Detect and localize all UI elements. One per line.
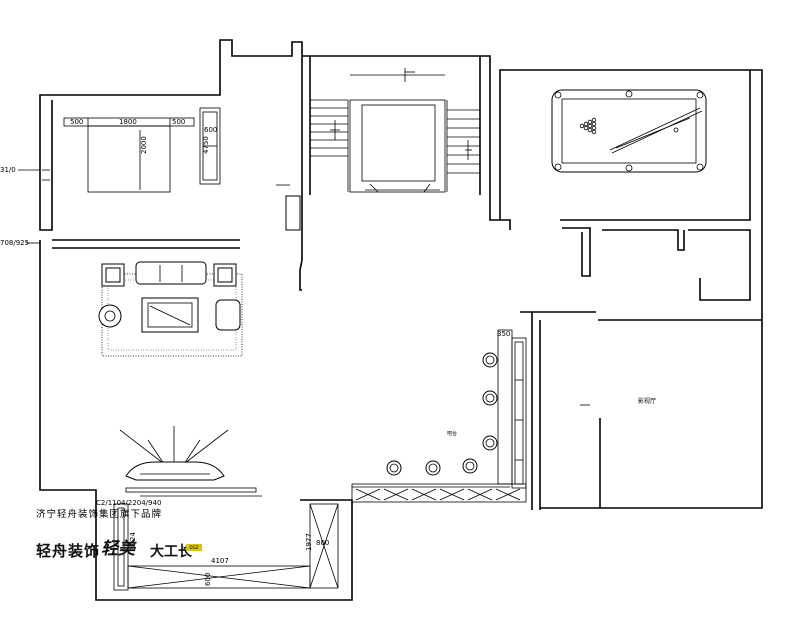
- bar-stools: [386, 352, 498, 476]
- brand-logo-qingzhou: 轻舟装饰: [36, 542, 101, 560]
- left-dimension-1: 31/0: [0, 166, 16, 174]
- bed-width-dimension: 1800: [119, 118, 137, 126]
- bedroom: 500 1800 500 2000 600 4750 31/0 708/925: [0, 107, 221, 247]
- pool-ball: [587, 123, 593, 129]
- bar-stool: [482, 352, 498, 368]
- bed-right-dimension: 500: [172, 118, 185, 126]
- bar-dimension: 350: [497, 330, 510, 338]
- bar-stool: [462, 458, 478, 474]
- media-wall: [119, 426, 262, 497]
- bar-stool-seat: [428, 463, 438, 473]
- left-dimension-2: 708/925: [0, 239, 29, 247]
- cabinet-mark: [383, 488, 409, 501]
- cabinet-mark: [439, 488, 465, 501]
- cabinet-mark: [355, 488, 381, 501]
- living-sofa-set: [98, 261, 243, 357]
- bar-stool-seat: [465, 461, 475, 471]
- pool-ball: [591, 129, 597, 135]
- room-label: 影视厅: [638, 397, 656, 405]
- pool-ball: [579, 123, 585, 129]
- bar-label: 吧台: [447, 430, 457, 437]
- pool-ball: [591, 117, 597, 123]
- bottom-side-b-dimension: 800: [316, 539, 329, 547]
- bottom-width-dimension: 4107: [211, 557, 229, 565]
- bar-stool: [386, 460, 402, 476]
- bar-stool: [482, 435, 498, 451]
- bottom-side-dimension: 1977: [305, 533, 313, 551]
- wardrobe-width-dimension: 600: [204, 126, 217, 134]
- bottom-inner-dimension: 600: [204, 573, 212, 586]
- stair-core: [349, 68, 446, 193]
- cabinet-mark: [495, 488, 521, 501]
- bar-stool-seat: [485, 393, 495, 403]
- cabinet-mark: [411, 488, 437, 501]
- brand-logo-tag: DGZ: [186, 544, 202, 551]
- pool-balls: [579, 117, 597, 135]
- floor-dimension: C2/1104/2204/940: [96, 499, 161, 507]
- bed-left-dimension: 500: [70, 118, 83, 126]
- outer-walls: [39, 39, 763, 601]
- pool-ball: [587, 127, 593, 133]
- pool-ball: [583, 125, 589, 131]
- bar-counter: 350 吧台: [351, 329, 527, 503]
- cabinet-mark: [467, 488, 493, 501]
- brand-logo-qingmei: 轻美: [101, 539, 135, 559]
- bar-stool: [482, 390, 498, 406]
- bed-length-dimension: 2000: [140, 136, 148, 154]
- bar-cabinet-marks: [355, 488, 521, 501]
- stairs-right: [446, 100, 480, 192]
- bar-stool: [425, 460, 441, 476]
- brand-logo-dagongzhang: 大工长: [150, 544, 192, 560]
- pool-table: [551, 89, 707, 173]
- inner-walls: [52, 184, 762, 510]
- pool-ball: [587, 119, 593, 125]
- stairs-left: [310, 99, 349, 192]
- bottom-left-dimension: 3024: [129, 532, 137, 550]
- bar-stool-seat: [485, 355, 495, 365]
- company-caption: 济宁轻舟装饰集团旗下品牌: [36, 509, 163, 520]
- pool-ball: [591, 121, 597, 127]
- pool-ball: [583, 121, 589, 127]
- wardrobe-height-dimension: 4750: [202, 136, 210, 154]
- bar-stool-seat: [485, 438, 495, 448]
- bottom-cabinet: 4107 1977 800 600 3024 C2/1104/2204/940: [96, 499, 339, 591]
- bar-stool-seat: [389, 463, 399, 473]
